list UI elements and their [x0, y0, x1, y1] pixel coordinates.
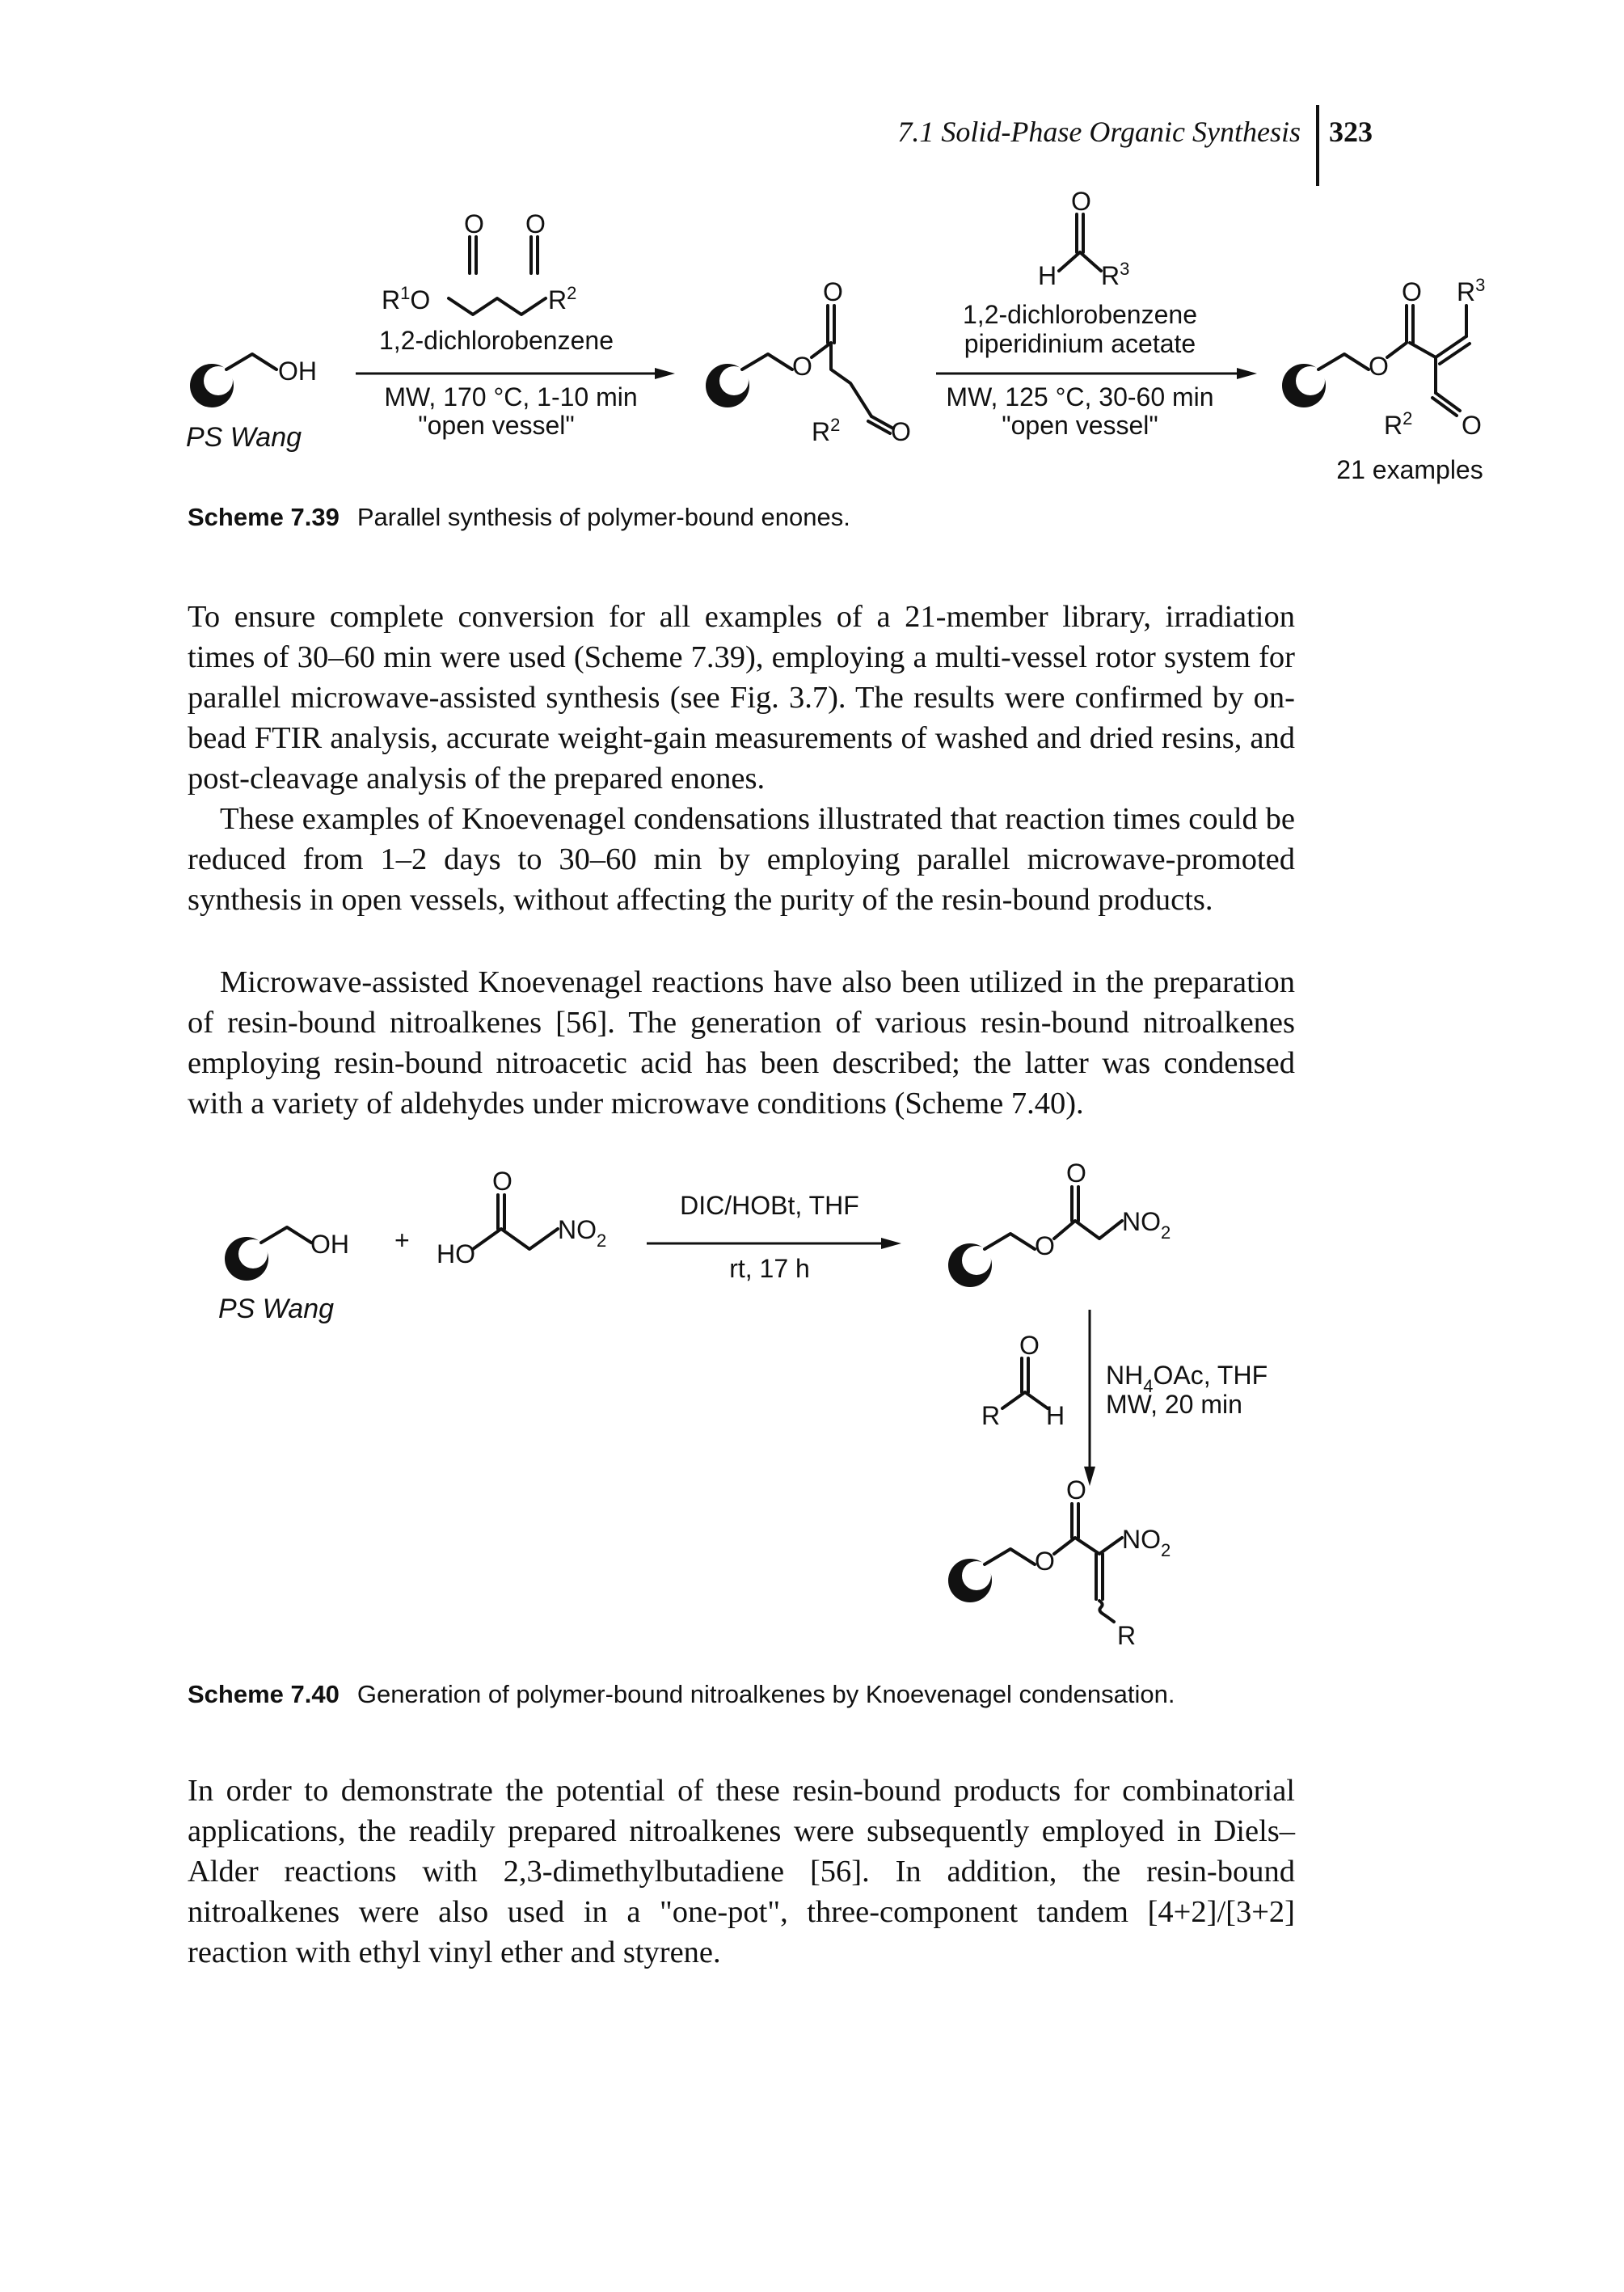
- resin-name: PS Wang: [218, 1294, 334, 1324]
- atom-o: O: [492, 1167, 513, 1196]
- resin-name: PS Wang: [186, 422, 302, 453]
- intermediate-ketoester: [706, 304, 895, 435]
- atom-o: O: [525, 209, 546, 238]
- atom-r: R3: [1101, 259, 1129, 290]
- r-letter: R: [1457, 277, 1475, 306]
- nitro-group: NO2: [1122, 1525, 1171, 1560]
- scheme-7-39: OH PS Wang O O R1O R2 1,2-dichlorobenzen…: [186, 187, 1485, 484]
- scheme-7-40: OH PS Wang + O HO NO2 DIC/HOBt, THF rt, …: [218, 1159, 1268, 1650]
- atom-o: O: [464, 209, 484, 238]
- r-letter: R: [382, 285, 400, 314]
- header-rule: [1316, 105, 1319, 186]
- reaction-arrow-2: [936, 368, 1257, 379]
- atom-o: O: [1035, 1231, 1055, 1260]
- nitro-text: NO: [1122, 1525, 1161, 1554]
- atom-r: R1O: [382, 283, 430, 314]
- nitro-text: NO: [1122, 1207, 1161, 1236]
- reagent1-vessel: "open vessel": [418, 411, 575, 440]
- examples-count: 21 examples: [1336, 455, 1483, 484]
- atom-o: O: [1369, 352, 1389, 381]
- hydroxyl-label: OH: [310, 1230, 349, 1259]
- aldehyde-h: H: [1038, 261, 1057, 290]
- reagent2-solvent: 1,2-dichlorobenzene: [963, 300, 1197, 329]
- reaction-arrow-1: [356, 368, 675, 379]
- atom-o: O: [1066, 1159, 1086, 1188]
- atom-r: R2: [1384, 408, 1412, 440]
- reaction-arrow-knoevenagel: [1084, 1310, 1095, 1486]
- page-number: 323: [1329, 116, 1373, 148]
- atom-o: O: [1071, 187, 1091, 216]
- substituent-r: R: [1117, 1621, 1136, 1650]
- atom-o: O: [1402, 277, 1422, 306]
- resin-bead-start: [190, 352, 278, 407]
- subscript: 2: [1161, 1222, 1171, 1243]
- reagent-aldehyde: [1057, 213, 1103, 272]
- running-title: 7.1 Solid-Phase Organic Synthesis: [897, 116, 1301, 148]
- caption-number: Scheme 7.40: [188, 1680, 340, 1708]
- superscript: 3: [1120, 259, 1129, 279]
- paragraph-1: To ensure complete conversion for all ex…: [188, 600, 1295, 796]
- reaction-arrow-coupling: [647, 1238, 901, 1249]
- superscript: 2: [567, 283, 576, 303]
- reagent-nh: NH: [1106, 1361, 1143, 1390]
- superscript: 2: [1403, 408, 1412, 428]
- atom-o: O: [1066, 1475, 1086, 1505]
- ester-o: O: [410, 285, 430, 314]
- resin-bead-start: [225, 1226, 313, 1281]
- superscript: 1: [400, 283, 410, 303]
- paragraph-4: In order to demonstrate the potential of…: [188, 1774, 1295, 1969]
- paragraph-2: These examples of Knoevenagel condensati…: [188, 802, 1295, 917]
- reagent1-conditions: MW, 170 °C, 1-10 min: [384, 382, 637, 412]
- superscript: 3: [1475, 275, 1485, 295]
- subscript: 2: [1161, 1540, 1171, 1560]
- subscript: 2: [597, 1230, 606, 1251]
- atom-o: O: [1035, 1547, 1055, 1576]
- reagent2-vessel: "open vessel": [1002, 411, 1158, 440]
- r-letter: R: [1101, 261, 1120, 290]
- scheme-7-39-caption: Scheme 7.39 Parallel synthesis of polymer…: [188, 503, 850, 532]
- nitro-group: NO2: [1122, 1207, 1171, 1243]
- atom-r: R3: [1457, 275, 1485, 306]
- product-enone: [1282, 304, 1471, 417]
- coupling-reagent: DIC/HOBt, THF: [680, 1191, 859, 1220]
- reagent1-solvent: 1,2-dichlorobenzene: [379, 326, 614, 355]
- reagent2-conditions: MW, 125 °C, 30-60 min: [946, 382, 1213, 412]
- caption-number: Scheme 7.39: [188, 503, 340, 531]
- nitro-group: NO2: [558, 1215, 606, 1251]
- subscript: 4: [1143, 1376, 1153, 1396]
- hydroxyl-label: OH: [278, 357, 317, 386]
- reagent2-catalyst: piperidinium acetate: [964, 329, 1196, 358]
- caption-text: Parallel synthesis of polymer-bound enon…: [356, 503, 850, 531]
- atom-o: O: [792, 352, 812, 381]
- plus-sign: +: [394, 1226, 410, 1255]
- aldehyde-reagent: [1001, 1357, 1049, 1410]
- atom-o: O: [1019, 1331, 1040, 1360]
- r-letter: R: [1384, 411, 1403, 440]
- hydroxyl-label: HO: [437, 1239, 475, 1268]
- r-letter: R: [812, 417, 830, 446]
- scheme-7-40-caption: Scheme 7.40 Generation of polymer-bound n…: [188, 1680, 1175, 1709]
- caption-text: Generation of polymer-bound nitroalkenes…: [356, 1680, 1175, 1708]
- nitroacetic-acid: [471, 1193, 559, 1251]
- reagent-rest: OAc, THF: [1153, 1361, 1268, 1390]
- aldehyde-h: H: [1046, 1401, 1065, 1430]
- paragraph-3: Microwave-assisted Knoevenagel reactions…: [188, 965, 1295, 1121]
- atom-o: O: [823, 277, 843, 306]
- atom-r: R2: [812, 415, 840, 446]
- atom-o: O: [1462, 411, 1482, 440]
- atom-o: O: [891, 417, 911, 446]
- knoevenagel-reagent: NH4OAc, THF: [1106, 1361, 1268, 1396]
- superscript: 2: [830, 415, 840, 435]
- r-letter: R: [548, 285, 567, 314]
- coupling-conditions: rt, 17 h: [729, 1254, 810, 1283]
- running-header: 7.1 Solid-Phase Organic Synthesis 323: [0, 0, 1624, 210]
- resin-nitroacetate: [948, 1185, 1124, 1287]
- product-nitroalkene: [948, 1502, 1124, 1623]
- reagent-ketoester: [447, 235, 547, 316]
- atom-r: R2: [548, 283, 576, 314]
- aldehyde-r: R: [981, 1401, 1000, 1430]
- knoevenagel-conditions: MW, 20 min: [1106, 1390, 1242, 1419]
- nitro-text: NO: [558, 1215, 597, 1244]
